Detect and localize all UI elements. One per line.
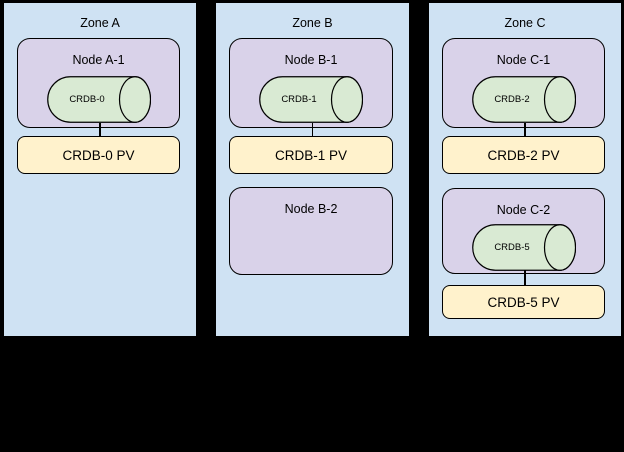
crdb-0-pv-label: CRDB-0 PV xyxy=(62,147,135,163)
crdb-5-pv-label: CRDB-5 PV xyxy=(487,294,560,310)
crdb-5-label: CRDB-5 xyxy=(494,242,530,253)
crdb-0-pv: CRDB-0 PV xyxy=(17,136,180,174)
node-c2-label: Node C-2 xyxy=(496,203,551,217)
crdb-5-database-cylinder-icon: CRDB-5 xyxy=(472,224,576,271)
node-c2: Node C-2 CRDB-5 xyxy=(442,188,605,274)
node-b1: Node B-1 CRDB-1 xyxy=(229,38,393,128)
connector-crdb0-to-pv xyxy=(99,123,101,137)
node-a1: Node A-1 CRDB-0 xyxy=(17,38,180,128)
node-c1-label: Node C-1 xyxy=(496,53,551,67)
zone-a-title: Zone A xyxy=(80,16,120,30)
crdb-0-database-cylinder-icon: CRDB-0 xyxy=(47,76,151,123)
node-b1-label: Node B-1 xyxy=(284,53,338,67)
node-c1: Node C-1 CRDB-2 xyxy=(442,38,605,128)
crdb-0-label: CRDB-0 xyxy=(69,94,105,105)
crdb-5-pv: CRDB-5 PV xyxy=(442,285,605,319)
node-b2-label: Node B-2 xyxy=(284,202,338,216)
connector-crdb2-to-pv xyxy=(524,123,526,137)
crdb-2-pv-label: CRDB-2 PV xyxy=(487,147,560,163)
zone-b: Zone B Node B-1 CRDB-1 CRDB-1 PV Node B-… xyxy=(215,2,410,337)
crdb-1-database-cylinder-icon: CRDB-1 xyxy=(259,76,363,123)
connector-crdb1-to-pv xyxy=(311,123,313,137)
node-b2: Node B-2 xyxy=(229,187,393,275)
crdb-2-pv: CRDB-2 PV xyxy=(442,136,605,174)
crdb-1-label: CRDB-1 xyxy=(281,94,317,105)
connector-crdb5-to-pv xyxy=(524,270,526,286)
zone-a: Zone A Node A-1 CRDB-0 CRDB-0 PV xyxy=(3,2,197,337)
crdb-2-label: CRDB-2 xyxy=(494,94,530,105)
crdb-2-database-cylinder-icon: CRDB-2 xyxy=(472,76,576,123)
crdb-1-pv: CRDB-1 PV xyxy=(229,136,393,174)
node-a1-label: Node A-1 xyxy=(72,53,125,67)
zone-c-title: Zone C xyxy=(504,16,546,30)
zone-b-title: Zone B xyxy=(292,16,333,30)
crdb-1-pv-label: CRDB-1 PV xyxy=(274,147,347,163)
zone-c: Zone C Node C-1 CRDB-2 CRDB-2 PV Node C-… xyxy=(428,2,622,337)
